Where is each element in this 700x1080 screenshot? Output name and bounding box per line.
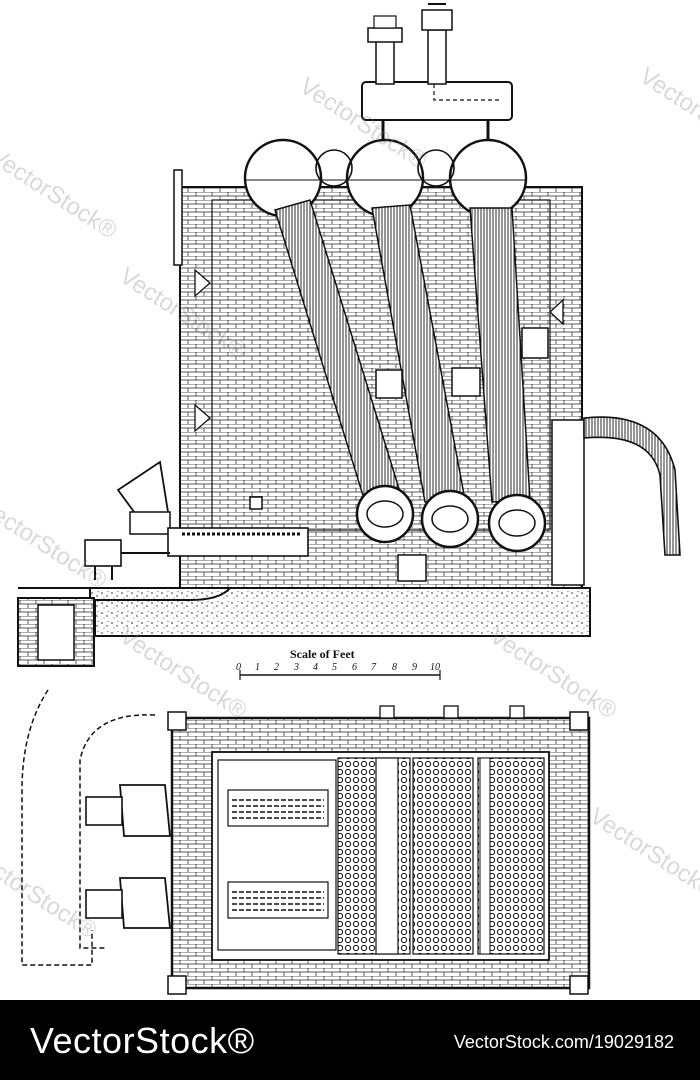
furnace-doors <box>85 784 171 929</box>
grates <box>227 789 329 919</box>
scale-tick: 4 <box>313 662 318 673</box>
elevation-view <box>17 3 681 680</box>
footer-image-id: VectorStock.com/19029182 <box>453 1032 674 1052</box>
scale-tick: 1 <box>255 662 260 673</box>
scale-title: Scale of Feet <box>290 647 355 661</box>
scale-tick: 5 <box>332 662 337 673</box>
front-plate <box>173 169 183 266</box>
dashed-flue <box>79 714 156 949</box>
tube-banks <box>274 199 531 503</box>
smoke-pipe <box>583 416 681 556</box>
footer-brand: VectorStock® <box>30 1020 255 1061</box>
scale-tick: 0 <box>236 662 241 673</box>
footer-bar: VectorStock® VectorStock.com/19029182 <box>0 1000 700 1080</box>
scale-tick: 10 <box>430 662 440 673</box>
scale-bar <box>239 670 441 680</box>
boiler-engraving <box>17 3 681 995</box>
plan-tube-bundles <box>337 757 545 955</box>
steam-header <box>361 3 513 140</box>
dashed-flue <box>21 689 93 966</box>
steam-drums <box>243 138 528 218</box>
scale-tick: 9 <box>412 662 417 673</box>
foundation <box>89 587 591 637</box>
scale-tick: 6 <box>352 662 357 673</box>
scale-tick: 7 <box>371 662 376 673</box>
connector <box>315 149 353 187</box>
plan-view <box>21 689 591 995</box>
steam-drum <box>345 138 425 218</box>
scale-tick: 8 <box>392 662 397 673</box>
scale-tick: 3 <box>294 662 299 673</box>
mud-drums <box>355 484 547 553</box>
plan-valves <box>379 705 525 719</box>
connector <box>417 149 455 187</box>
stoker <box>84 460 309 580</box>
scale-tick: 2 <box>274 662 279 673</box>
steam-drum <box>448 138 528 218</box>
